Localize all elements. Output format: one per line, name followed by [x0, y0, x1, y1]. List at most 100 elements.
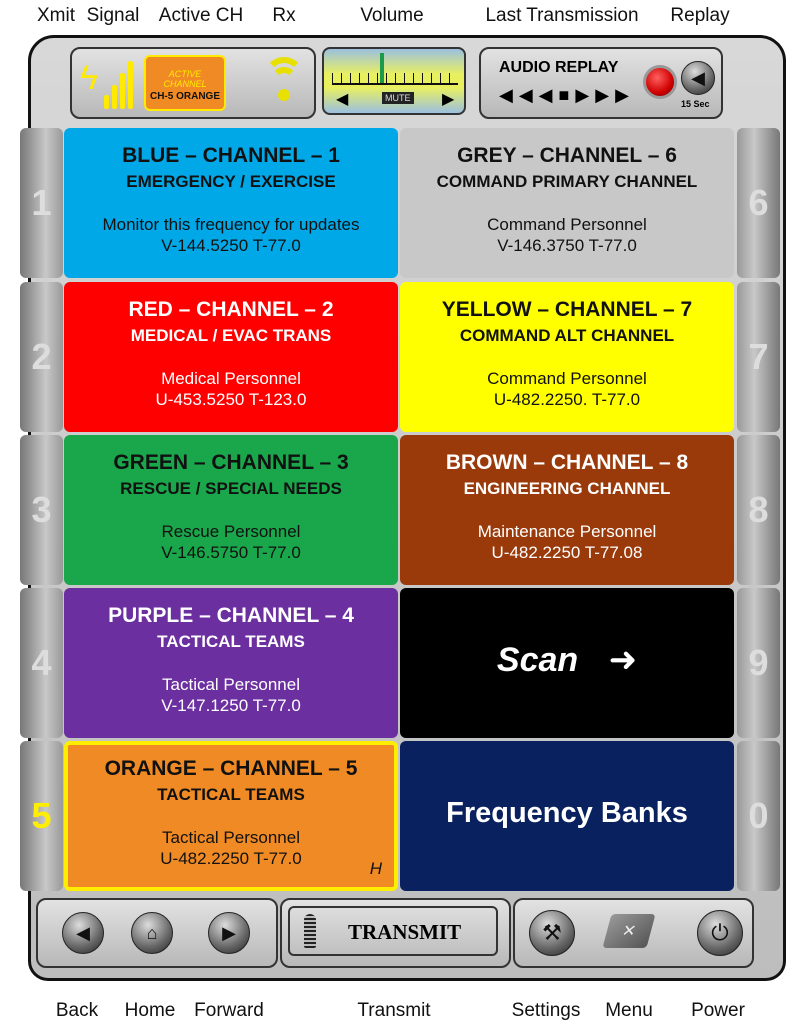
scan-button[interactable]: Scan ➜: [400, 588, 734, 738]
volume-scale: [332, 73, 458, 85]
stop-icon[interactable]: ■: [558, 85, 576, 105]
channel-frequency: U-453.5250 T-123.0: [155, 390, 307, 409]
active-channel-title: ACTIVE CHANNEL: [163, 69, 207, 89]
power-button[interactable]: ⏻: [697, 910, 743, 956]
channel-category: TACTICAL TEAMS: [157, 632, 305, 651]
power-icon: ⏻: [711, 920, 729, 945]
frequency-banks-button[interactable]: Frequency Banks: [400, 741, 734, 891]
rewind-icon[interactable]: ◀◀: [518, 85, 559, 105]
next-icon[interactable]: ▶: [615, 85, 635, 105]
volume-slider[interactable]: ◀ MUTE ▶: [322, 47, 466, 115]
home-icon: ⌂: [146, 922, 158, 943]
label-back: Back: [55, 1000, 99, 1021]
xmit-lightning-icon: ϟ: [80, 59, 98, 97]
side-number-2[interactable]: 2: [20, 282, 63, 432]
channel-button-2[interactable]: RED – CHANNEL – 2 MEDICAL / EVAC TRANS Med…: [64, 282, 398, 432]
audio-replay-title: AUDIO REPLAY: [499, 59, 619, 76]
channel-description: Medical Personnel: [161, 369, 301, 388]
channel-frequency: V-144.5250 T-77.0: [161, 236, 301, 255]
label-active-ch: Active CH: [158, 5, 244, 26]
side-number-0[interactable]: 0: [737, 741, 780, 891]
volume-up-icon[interactable]: ▶: [442, 91, 455, 108]
transmit-panel: TRANSMIT: [280, 898, 511, 968]
channel-name: ORANGE – CHANNEL – 5: [104, 757, 358, 780]
label-transmit: Transmit: [357, 1000, 431, 1021]
label-home: Home: [124, 1000, 176, 1021]
channel-category: ENGINEERING CHANNEL: [463, 479, 671, 498]
channel-name: RED – CHANNEL – 2: [128, 298, 334, 321]
channel-description: Tactical Personnel: [162, 675, 300, 694]
channel-button-6[interactable]: GREY – CHANNEL – 6 COMMAND PRIMARY CHANNE…: [400, 128, 734, 278]
channel-badge: H: [369, 859, 382, 878]
channel-button-8[interactable]: BROWN – CHANNEL – 8 ENGINEERING CHANNEL Ma…: [400, 435, 734, 585]
channel-description: Command Personnel: [487, 369, 647, 388]
channel-name: BROWN – CHANNEL – 8: [445, 451, 689, 474]
fork-knife-icon: ✕: [619, 923, 638, 940]
side-number-6[interactable]: 6: [737, 128, 780, 278]
channel-description: Rescue Personnel: [161, 522, 301, 541]
side-number-1[interactable]: 1: [20, 128, 63, 278]
channel-frequency: V-146.3750 T-77.0: [497, 236, 637, 255]
side-number-4[interactable]: 4: [20, 588, 63, 738]
channel-frequency: U-482.2250 T-77.0: [160, 849, 302, 868]
label-menu: Menu: [605, 1000, 653, 1021]
side-number-9[interactable]: 9: [737, 588, 780, 738]
mute-button[interactable]: MUTE: [382, 92, 414, 104]
channel-category: MEDICAL / EVAC TRANS: [130, 326, 332, 345]
side-number-3[interactable]: 3: [20, 435, 63, 585]
chevron-right-icon: ▶: [222, 922, 236, 943]
channel-button-7[interactable]: YELLOW – CHANNEL – 7 COMMAND ALT CHANNEL C…: [400, 282, 734, 432]
side-number-7[interactable]: 7: [737, 282, 780, 432]
home-button[interactable]: ⌂: [131, 912, 173, 954]
settings-button[interactable]: ⚒: [529, 910, 575, 956]
back-button[interactable]: ◀: [62, 912, 104, 954]
transmit-label: TRANSMIT: [348, 920, 462, 944]
side-number-8[interactable]: 8: [737, 435, 780, 585]
menu-button[interactable]: ✕: [602, 914, 656, 948]
channel-name: YELLOW – CHANNEL – 7: [441, 298, 693, 321]
record-button[interactable]: [643, 65, 677, 99]
channel-category: COMMAND PRIMARY CHANNEL: [436, 172, 698, 191]
channel-name: PURPLE – CHANNEL – 4: [108, 604, 354, 627]
prev-icon[interactable]: ◀: [499, 85, 519, 105]
channel-frequency: U-482.2250 T-77.08: [491, 543, 643, 562]
channel-name: GREY – CHANNEL – 6: [457, 144, 677, 167]
forward-button[interactable]: ▶: [208, 912, 250, 954]
signal-bars-icon: [104, 57, 134, 109]
channel-category: RESCUE / SPECIAL NEEDS: [120, 479, 342, 498]
label-xmit: Xmit: [37, 5, 75, 26]
nav-panel: ◀ ⌂ ▶: [36, 898, 278, 968]
channel-description: Command Personnel: [487, 215, 647, 234]
replay-controls: ◀◀◀■▶▶▶: [499, 85, 635, 106]
channel-name: GREEN – CHANNEL – 3: [113, 451, 349, 474]
scan-label: Scan: [496, 641, 579, 679]
label-power: Power: [691, 1000, 745, 1021]
side-number-5[interactable]: 5: [20, 741, 63, 891]
channel-description: Maintenance Personnel: [477, 522, 657, 541]
tools-icon: ⚒: [542, 920, 562, 945]
volume-down-icon[interactable]: ◀: [336, 91, 349, 108]
channel-button-4[interactable]: PURPLE – CHANNEL – 4 TACTICAL TEAMS Tactic…: [64, 588, 398, 738]
status-panel: ϟ ACTIVE CHANNEL CH-5 ORANGE: [70, 47, 316, 119]
frequency-banks-label: Frequency Banks: [446, 797, 688, 829]
arrow-right-icon: ➜: [608, 641, 638, 679]
label-volume: Volume: [360, 5, 424, 26]
label-settings: Settings: [511, 1000, 581, 1021]
channel-category: COMMAND ALT CHANNEL: [459, 326, 675, 345]
volume-needle[interactable]: [380, 53, 384, 83]
label-forward: Forward: [194, 1000, 264, 1021]
channel-category: TACTICAL TEAMS: [157, 785, 305, 804]
transmit-button[interactable]: TRANSMIT: [288, 906, 498, 956]
fast-forward-icon[interactable]: ▶▶: [575, 85, 616, 105]
active-channel-value: CH-5 ORANGE: [149, 91, 220, 102]
channel-button-3[interactable]: GREEN – CHANNEL – 3 RESCUE / SPECIAL NEED…: [64, 435, 398, 585]
label-replay: Replay: [670, 5, 730, 26]
channel-frequency: V-147.1250 T-77.0: [161, 696, 301, 715]
label-signal: Signal: [86, 5, 140, 26]
channel-frequency: U-482.2250. T-77.0: [493, 390, 641, 409]
channel-category: EMERGENCY / EXERCISE: [126, 172, 336, 191]
replay-back-button[interactable]: ◀: [681, 61, 715, 95]
active-channel-box[interactable]: ACTIVE CHANNEL CH-5 ORANGE: [144, 55, 226, 111]
